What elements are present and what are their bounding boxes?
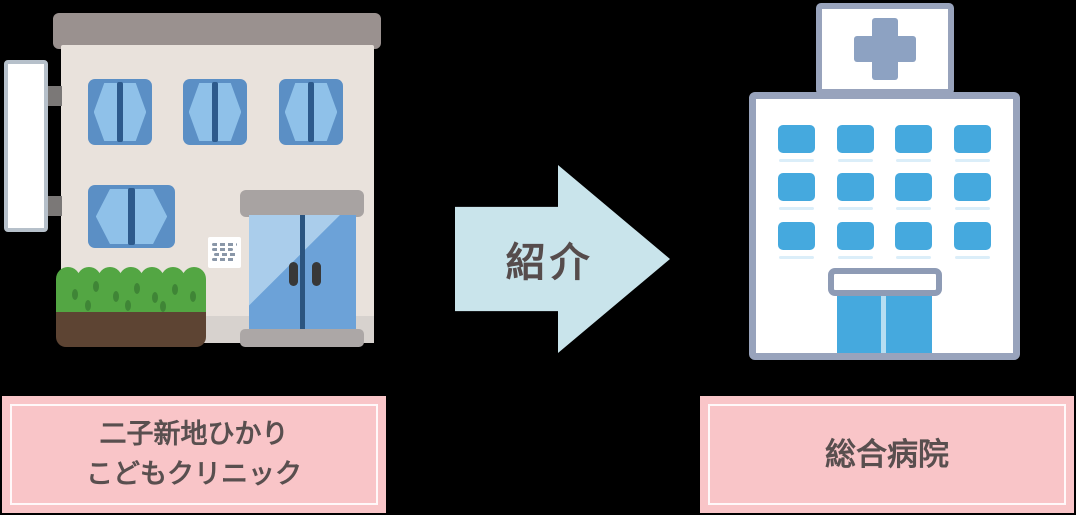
window-sash bbox=[117, 82, 123, 142]
signboard-bracket bbox=[44, 196, 62, 216]
notice-text-scribble bbox=[212, 248, 233, 251]
hedge-leaf-dot bbox=[85, 300, 91, 311]
clinic-window bbox=[88, 79, 152, 145]
referral-arrow-label: 紹介 bbox=[505, 240, 594, 286]
hospital-label-box: 総合病院 bbox=[700, 396, 1074, 513]
clinic-signboard bbox=[4, 60, 48, 232]
door-divider bbox=[881, 296, 886, 353]
clinic-entrance-canopy bbox=[240, 190, 364, 217]
hospital-window bbox=[837, 125, 874, 162]
hospital-window bbox=[837, 173, 874, 210]
hospital-name: 総合病院 bbox=[825, 436, 949, 473]
window-sash bbox=[308, 82, 314, 142]
clinic-entrance-step bbox=[240, 329, 364, 347]
clinic-window bbox=[183, 79, 247, 145]
door-handle bbox=[289, 262, 298, 286]
hedge-leaf-dot bbox=[93, 281, 99, 292]
clinic-entrance-door bbox=[249, 215, 356, 331]
clinic-notice-sign bbox=[208, 237, 241, 268]
hospital-window bbox=[895, 125, 932, 162]
clinic-roof bbox=[53, 13, 381, 49]
planter-box bbox=[56, 312, 206, 347]
hedge-leaf-dot bbox=[190, 291, 196, 302]
hedge-leaf-dot bbox=[125, 300, 131, 311]
hospital-window bbox=[778, 173, 815, 210]
clinic-window bbox=[88, 185, 175, 248]
hospital-window bbox=[895, 173, 932, 210]
hospital-entrance-sign bbox=[828, 268, 942, 296]
hedge-leaf-dot bbox=[160, 301, 166, 312]
hospital-rooftop-sign bbox=[816, 3, 954, 95]
hospital-window bbox=[954, 173, 991, 210]
hedge-leaf-dot bbox=[172, 284, 178, 295]
hospital-window bbox=[954, 222, 991, 259]
hedge-leaf-dot bbox=[72, 289, 78, 300]
clinic-label-box: 二子新地ひかり こどもクリニック bbox=[2, 396, 386, 513]
medical-cross-icon bbox=[854, 36, 916, 62]
hospital-window bbox=[837, 222, 874, 259]
notice-text-scribble bbox=[212, 243, 237, 246]
hospital-window bbox=[954, 125, 991, 162]
hedge-leaf-dot bbox=[152, 292, 158, 303]
notice-text-scribble bbox=[214, 253, 237, 256]
hospital-window bbox=[895, 222, 932, 259]
hospital-window bbox=[778, 125, 815, 162]
hospital-entrance-door bbox=[837, 296, 932, 353]
window-sash bbox=[212, 82, 218, 142]
signboard-bracket bbox=[44, 86, 62, 106]
hedge bbox=[56, 279, 206, 313]
clinic-window bbox=[279, 79, 343, 145]
clinic-name-line2: こどもクリニック bbox=[86, 458, 302, 490]
hospital-window bbox=[778, 222, 815, 259]
hedge-leaf-dot bbox=[113, 291, 119, 302]
window-sash bbox=[128, 188, 135, 245]
door-handle bbox=[312, 262, 321, 286]
notice-text-scribble bbox=[212, 258, 235, 261]
referral-arrow: 紹介 bbox=[455, 165, 670, 353]
hedge-leaf-dot bbox=[134, 283, 140, 294]
clinic-name-line1: 二子新地ひかり bbox=[99, 418, 289, 450]
door-divider bbox=[300, 215, 305, 331]
